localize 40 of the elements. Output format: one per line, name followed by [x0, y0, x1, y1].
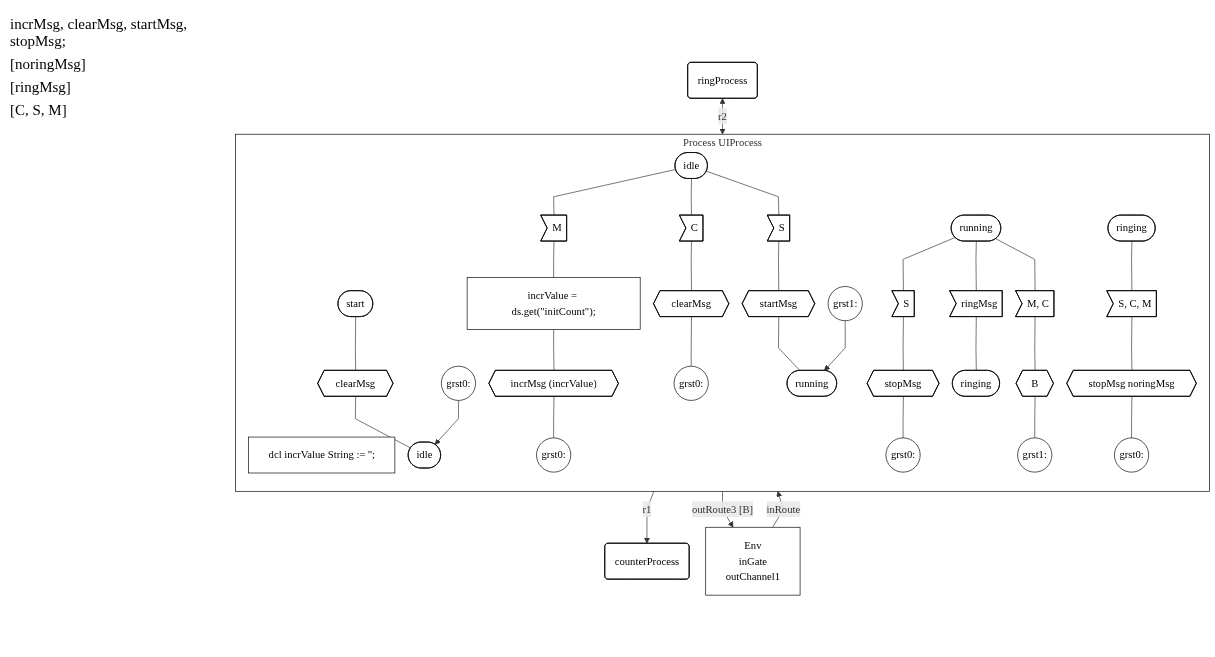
- signal-list: incrMsg, clearMsg, startMsg, stopMsg;: [10, 16, 220, 50]
- connector: [355, 316, 357, 371]
- signal-list: [noringMsg]: [10, 56, 220, 73]
- connector: [778, 316, 801, 371]
- node-circle: grst0:: [885, 437, 921, 473]
- node-circle: grst0:: [441, 365, 476, 401]
- connector: [553, 396, 555, 438]
- edge-label: r1: [642, 503, 652, 515]
- signal-list: [C, S, M]: [10, 102, 220, 119]
- connector: [902, 236, 956, 292]
- signal-list: [ringMsg]: [10, 79, 220, 96]
- node-circle: grst0:: [536, 437, 572, 473]
- connector: [1034, 396, 1036, 438]
- connector: [975, 316, 977, 371]
- connector: [553, 329, 555, 371]
- connector: [902, 316, 904, 371]
- node-circle: grst1:: [1017, 437, 1053, 473]
- connector: [553, 168, 677, 216]
- edge-label: inRoute: [766, 503, 801, 515]
- connector: [1131, 396, 1133, 438]
- connector: [902, 396, 904, 438]
- connector: [706, 170, 780, 216]
- node-circle: grst1:: [827, 285, 863, 321]
- node-box: incrValue = ds.get("initCount");: [466, 277, 641, 330]
- node-box: dcl incrValue String := '';: [248, 436, 396, 474]
- edge-label: outRoute3 [B]: [691, 503, 754, 515]
- node-circle: grst0:: [673, 365, 709, 401]
- connector: [1131, 240, 1133, 292]
- edge-label: r2: [718, 110, 727, 122]
- connector: [778, 240, 780, 292]
- node-box: Env inGate outChannel1: [705, 526, 801, 596]
- connector: [690, 316, 692, 367]
- connector: [1131, 316, 1133, 371]
- connector: [355, 396, 412, 449]
- connector: [1034, 316, 1036, 371]
- connector: [690, 240, 692, 292]
- connector: [975, 240, 977, 292]
- connector: [690, 178, 692, 216]
- node-circle: grst0:: [1114, 437, 1150, 473]
- connector: [553, 240, 555, 278]
